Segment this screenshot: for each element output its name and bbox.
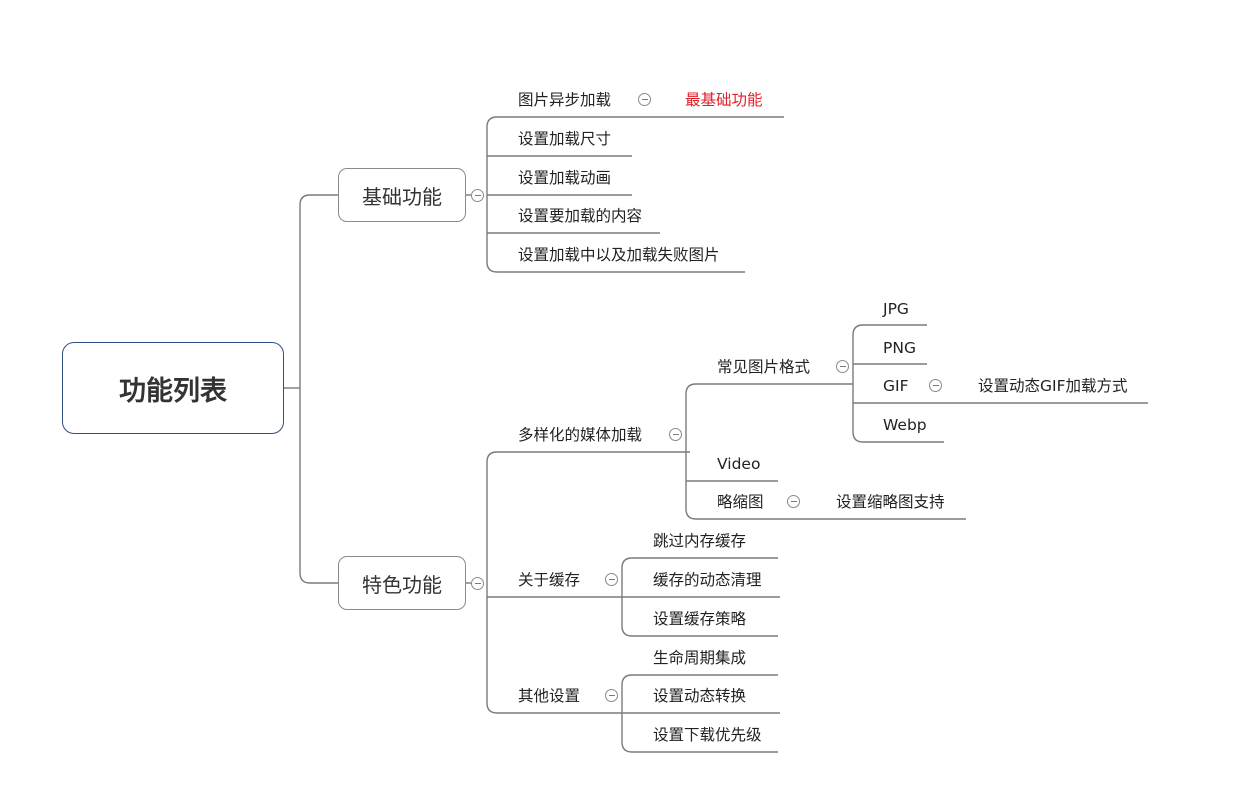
format-webp[interactable]: Webp xyxy=(883,416,927,434)
subtopic-media-loading[interactable]: 多样化的媒体加载 xyxy=(518,426,643,444)
format-jpg[interactable]: JPG xyxy=(883,300,909,318)
subtopic-placeholder-error[interactable]: 设置加载中以及加载失败图片 xyxy=(518,246,720,264)
subtopic-load-content[interactable]: 设置要加载的内容 xyxy=(518,207,643,225)
note-most-basic[interactable]: 最基础功能 xyxy=(685,91,763,109)
note-thumbnail-support[interactable]: 设置缩略图支持 xyxy=(836,493,945,511)
subtopic-load-animation[interactable]: 设置加载动画 xyxy=(518,169,612,187)
subtopic-async-load[interactable]: 图片异步加载 xyxy=(518,91,612,109)
collapse-toggle-icon[interactable] xyxy=(605,689,618,702)
collapse-toggle-icon[interactable] xyxy=(471,577,484,590)
collapse-toggle-icon[interactable] xyxy=(605,573,618,586)
cache-dynamic-cleanup[interactable]: 缓存的动态清理 xyxy=(653,571,762,589)
other-transform[interactable]: 设置动态转换 xyxy=(653,687,747,705)
subtopic-cache[interactable]: 关于缓存 xyxy=(518,571,581,589)
collapse-toggle-icon[interactable] xyxy=(929,379,942,392)
cache-skip-memory[interactable]: 跳过内存缓存 xyxy=(653,532,747,550)
other-priority[interactable]: 设置下载优先级 xyxy=(653,726,762,744)
note-gif-mode[interactable]: 设置动态GIF加载方式 xyxy=(978,377,1128,395)
cache-strategy[interactable]: 设置缓存策略 xyxy=(653,610,747,628)
collapse-toggle-icon[interactable] xyxy=(669,428,682,441)
subtopic-other-settings[interactable]: 其他设置 xyxy=(518,687,581,705)
root-node[interactable]: 功能列表 xyxy=(62,342,284,434)
subtopic-image-formats[interactable]: 常见图片格式 xyxy=(717,358,811,376)
topic-feature-functions[interactable]: 特色功能 xyxy=(338,556,466,610)
format-gif[interactable]: GIF xyxy=(883,377,909,395)
collapse-toggle-icon[interactable] xyxy=(638,93,651,106)
collapse-toggle-icon[interactable] xyxy=(836,360,849,373)
other-lifecycle[interactable]: 生命周期集成 xyxy=(653,649,747,667)
topic-basic-functions[interactable]: 基础功能 xyxy=(338,168,466,222)
collapse-toggle-icon[interactable] xyxy=(471,189,484,202)
subtopic-video[interactable]: Video xyxy=(717,455,761,473)
format-png[interactable]: PNG xyxy=(883,339,916,357)
subtopic-load-size[interactable]: 设置加载尺寸 xyxy=(518,130,612,148)
subtopic-thumbnail[interactable]: 略缩图 xyxy=(717,493,764,511)
collapse-toggle-icon[interactable] xyxy=(787,495,800,508)
